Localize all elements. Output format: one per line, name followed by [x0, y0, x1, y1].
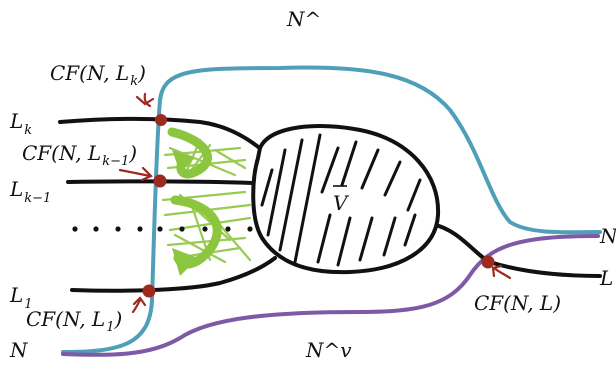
label-lk1: Lk−1 [9, 177, 51, 206]
n-up-curve [61, 65, 602, 354]
red-pointer-arrows [118, 92, 512, 314]
label-n-left: N [9, 338, 29, 362]
green-arrowheads [172, 150, 198, 276]
label-n-down: N^v [305, 338, 352, 362]
label-v: V [333, 191, 350, 215]
label-n-right: N [599, 224, 616, 248]
point-cf-lk1 [153, 174, 167, 188]
point-cf-lk [155, 114, 167, 126]
label-n-up: N^ [286, 7, 321, 31]
n-down-curve [61, 234, 600, 357]
strand-lk [58, 117, 264, 152]
v-hatching [260, 133, 422, 267]
label-cf-lk1: CF(N, Lk−1) [22, 141, 137, 169]
label-lk: Lk [9, 109, 32, 138]
label-l-right: L [599, 266, 613, 290]
label-cf-lk: CF(N, Lk) [50, 61, 146, 89]
point-cf-l1 [142, 284, 156, 298]
strand-l1 [70, 256, 277, 293]
label-cf-l: CF(N, L) [474, 291, 561, 315]
ellipsis-dots [72, 226, 253, 232]
label-l1: L1 [9, 283, 33, 312]
label-cf-l1: CF(N, L1) [26, 307, 122, 335]
point-cf-l [481, 255, 495, 269]
intersection-points [142, 114, 495, 298]
